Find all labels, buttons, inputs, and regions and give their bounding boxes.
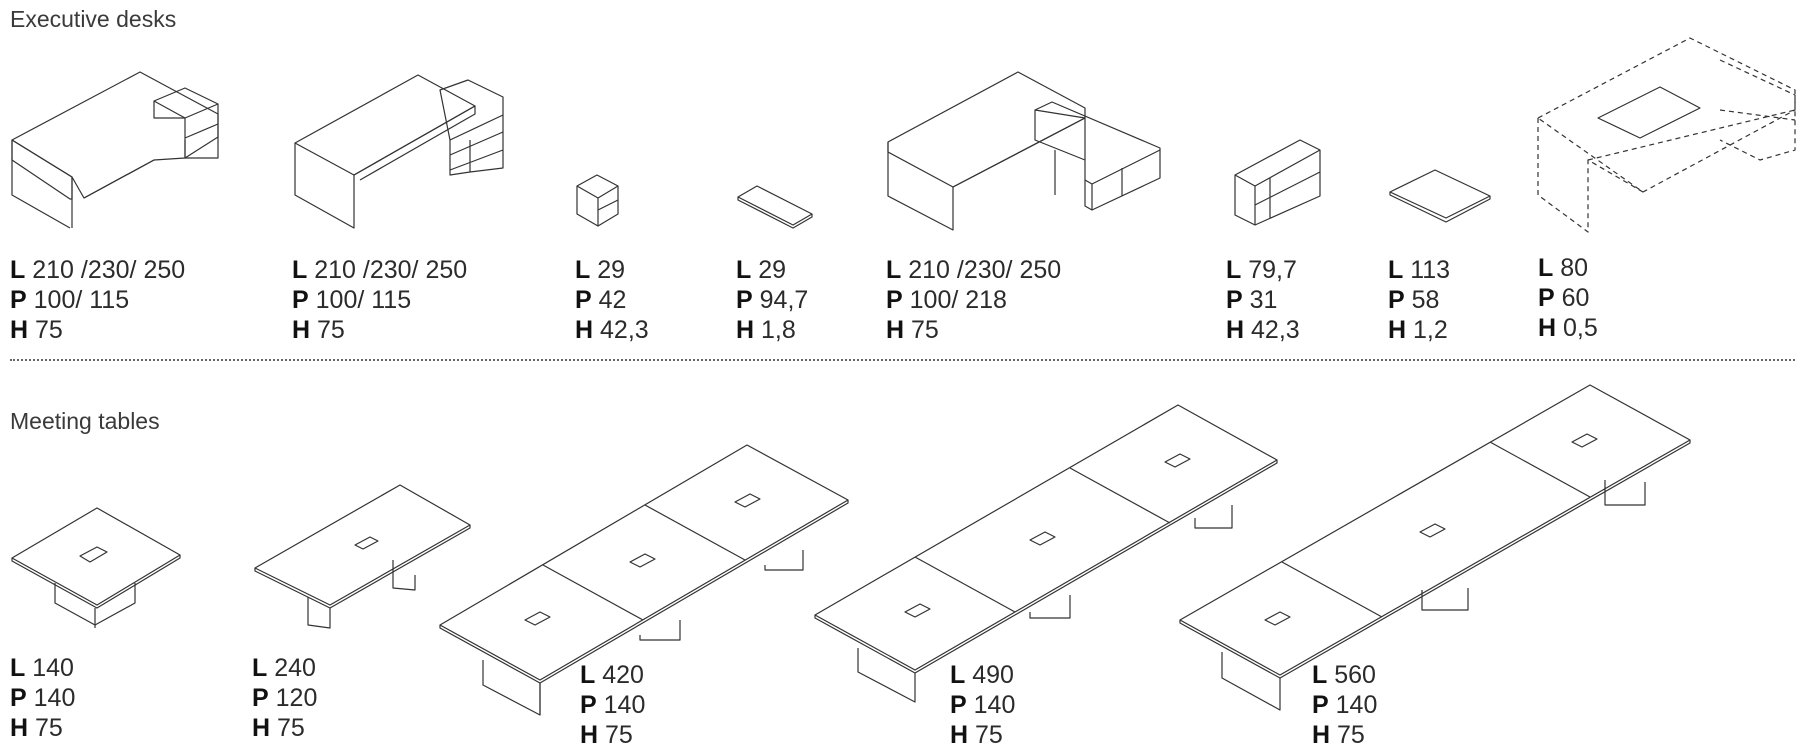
depth-value: 120	[275, 684, 318, 712]
dimensions-executive-8: L 80 P 60 H 0,5	[1538, 254, 1598, 342]
dimensions-executive-6: L 79,7 P 31 H 42,3	[1226, 256, 1300, 344]
dimensions-executive-5: L 210 /230/ 250 P 100/ 218 H 75	[886, 256, 1062, 344]
height-value: 42,3	[600, 316, 649, 344]
height-value: 75	[277, 714, 305, 742]
height-value: 75	[975, 721, 1003, 749]
section-title-executive-desks: Executive desks	[10, 6, 177, 32]
dimensions-meeting-4: L 490 P 140 H 75	[950, 661, 1016, 749]
depth-value: 140	[603, 691, 646, 719]
dimensions-meeting-1: L 140 P 140 H 75	[10, 654, 76, 742]
length-value: 29	[758, 256, 787, 284]
section-title-meeting-tables: Meeting tables	[10, 408, 160, 434]
open-cabinet-drawing	[1234, 139, 1321, 226]
height-value: 75	[35, 316, 63, 344]
meeting-table-140-drawing	[11, 507, 181, 628]
meeting-table-490-drawing	[814, 404, 1278, 703]
dimensions-executive-1: L 210 /230/ 250 P 100/ 115 H 75	[10, 256, 186, 344]
height-value: 1,2	[1413, 316, 1448, 344]
executive-desk-l-drawing	[887, 71, 1161, 231]
length-value: 490	[972, 661, 1014, 689]
meeting-table-560-drawing	[1179, 384, 1691, 711]
height-value: 75	[317, 316, 345, 344]
meeting-table-240-drawing	[254, 484, 471, 629]
length-value: 240	[274, 654, 316, 682]
length-value: 113	[1410, 256, 1451, 284]
dimensions-executive-3: L 29 P 42 H 42,3	[575, 256, 649, 344]
depth-value: 94,7	[759, 286, 809, 314]
section-divider	[10, 359, 1795, 361]
height-value: 75	[605, 721, 633, 749]
depth-value: 140	[973, 691, 1016, 719]
executive-desk-1-drawing	[11, 71, 219, 229]
depth-value: 140	[33, 684, 76, 712]
depth-value: 58	[1411, 286, 1440, 314]
dimensions-meeting-3: L 420 P 140 H 75	[580, 661, 646, 749]
depth-value: 42	[598, 286, 627, 314]
length-value: 210 /230/ 250	[908, 256, 1062, 284]
height-value: 42,3	[1251, 316, 1300, 344]
depth-value: 60	[1561, 284, 1590, 312]
depth-value: 140	[1335, 691, 1378, 719]
length-value: 29	[597, 256, 626, 284]
length-value: 210 /230/ 250	[32, 256, 186, 284]
depth-value: 100/ 115	[315, 286, 412, 314]
dimensions-executive-4: L 29 P 94,7 H 1,8	[736, 256, 809, 344]
dimensions-meeting-2: L 240 P 120 H 75	[252, 654, 318, 742]
desk-pad-drawing	[1537, 37, 1796, 233]
depth-value: 100/ 115	[33, 286, 130, 314]
height-value: 75	[35, 714, 63, 742]
length-value: 420	[602, 661, 644, 689]
depth-value: 100/ 218	[909, 286, 1007, 314]
dimensions-executive-2: L 210 /230/ 250 P 100/ 115 H 75	[292, 256, 468, 344]
height-value: 75	[1337, 721, 1365, 749]
length-value: 560	[1334, 661, 1376, 689]
dimensions-executive-7: L 113 P 58 H 1,2	[1388, 256, 1451, 344]
pedestal-drawing	[576, 174, 619, 227]
length-value: 80	[1560, 254, 1589, 282]
height-value: 1,8	[761, 316, 796, 344]
length-value: 140	[32, 654, 74, 682]
meeting-table-420-drawing	[439, 444, 849, 716]
length-value: 79,7	[1248, 256, 1297, 284]
height-value: 0,5	[1563, 314, 1598, 342]
length-value: 210 /230/ 250	[314, 256, 468, 284]
executive-desk-2-drawing	[294, 74, 504, 229]
panel-large-drawing	[1389, 169, 1491, 223]
depth-value: 31	[1249, 286, 1278, 314]
panel-small-drawing	[737, 185, 813, 229]
height-value: 75	[911, 316, 939, 344]
dimensions-meeting-5: L 560 P 140 H 75	[1312, 661, 1378, 749]
